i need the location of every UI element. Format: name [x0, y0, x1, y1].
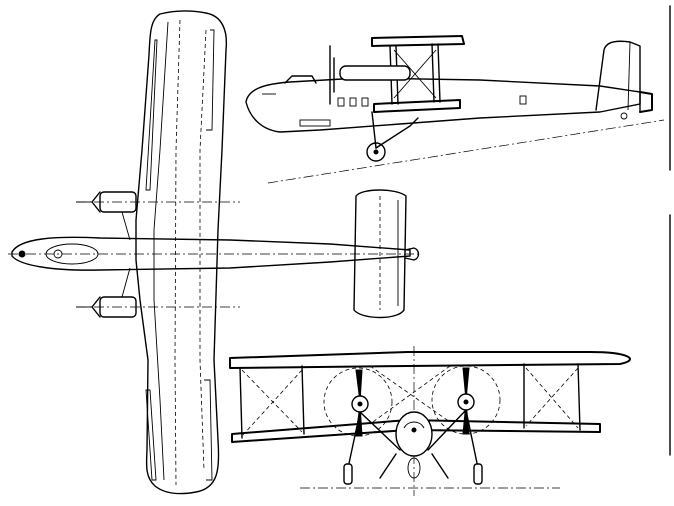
front-strut-mid-left [301, 365, 305, 435]
front-strut-outer-left [239, 367, 243, 439]
side-fuselage [245, 77, 641, 133]
side-window-2 [349, 97, 357, 107]
plan-wing-outline [135, 10, 228, 495]
side-window-rear [519, 95, 527, 105]
plan-nose-gun [18, 250, 26, 258]
side-rudder [639, 91, 653, 113]
side-wheel [366, 142, 386, 162]
side-window-1 [337, 97, 345, 107]
plan-aileron-bottom-tr [204, 379, 213, 481]
side-upper-wing [371, 35, 465, 47]
front-gear-right [427, 409, 479, 469]
plan-fuselage [11, 236, 411, 271]
side-fin [595, 40, 641, 113]
side-wheel-hub [373, 149, 379, 155]
front-wheel-right [473, 463, 483, 485]
front-spinner-right [463, 399, 469, 405]
side-rudder-hinge [627, 41, 631, 111]
plan-cockpit-ring [53, 249, 63, 259]
front-wire-4 [525, 367, 579, 427]
front-nose-gun [411, 427, 417, 433]
plan-aileron-top-tr [206, 29, 215, 131]
plan-nacelle-lower [76, 267, 137, 318]
front-wire-6 [369, 365, 451, 425]
plan-wing-spar-2 [174, 19, 181, 486]
side-engine-nacelle [339, 65, 411, 81]
front-prop-blade-left-top [355, 369, 363, 403]
plan-aileron-top [145, 39, 158, 191]
front-wire-3 [525, 367, 579, 429]
front-wire-2 [241, 369, 303, 437]
front-fuselage [395, 411, 433, 457]
plan-wing-inner-line [153, 21, 169, 481]
front-wire-1 [241, 369, 303, 433]
front-keel [407, 457, 421, 479]
plan-aileron-bottom [145, 389, 157, 481]
front-wheel-left [343, 463, 353, 485]
front-view [229, 346, 631, 496]
plan-view [8, 10, 420, 495]
front-strut-outer-right [577, 363, 581, 431]
plan-tail-end [404, 247, 420, 261]
side-ground-line [267, 119, 665, 184]
front-prop-disc-left [323, 367, 393, 437]
front-wire-5 [369, 365, 451, 423]
side-strut-4 [437, 43, 441, 103]
plan-tailplane [353, 189, 407, 319]
front-upper-wing [229, 351, 631, 369]
front-gear-left [347, 411, 401, 469]
front-gear-braces [379, 453, 449, 479]
front-spinner-left [357, 401, 363, 407]
plan-nacelle-upper [76, 191, 137, 241]
side-gear-strut [375, 117, 419, 149]
front-windscreen [403, 421, 425, 429]
front-prop-disc-right [431, 365, 501, 435]
plan-cockpit [45, 243, 99, 265]
side-gear-leg [371, 111, 377, 149]
side-hull-step [299, 119, 331, 127]
side-tail-wheel [620, 112, 628, 120]
side-view [245, 35, 665, 184]
plan-wing-spar [199, 29, 207, 471]
side-brace-2 [393, 49, 437, 99]
side-window-3 [361, 97, 369, 107]
side-lower-wing [373, 99, 461, 113]
front-prop-blade-right-top [462, 367, 470, 401]
side-cockpit [284, 75, 317, 84]
